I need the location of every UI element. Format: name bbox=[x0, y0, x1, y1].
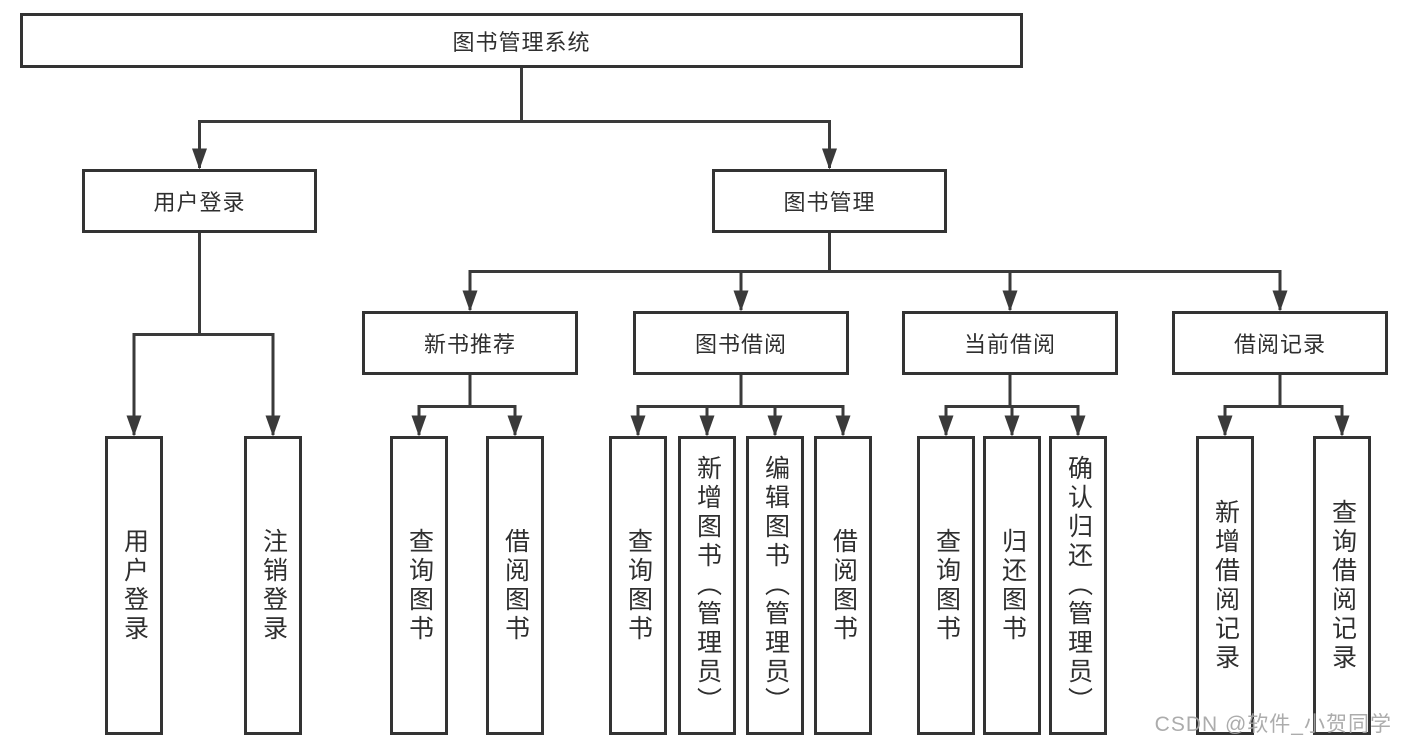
node-library-management-system: 图书管理系统 bbox=[20, 13, 1023, 68]
node-label: 借阅图书 bbox=[501, 527, 530, 644]
node-label: 当前借阅 bbox=[963, 332, 1056, 357]
node-leaf-edit-books-admin: 编辑图书（管理员） bbox=[746, 436, 804, 735]
node-leaf-return-books: 归还图书 bbox=[983, 436, 1041, 735]
node-book-borrowing: 图书借阅 bbox=[633, 311, 849, 375]
csdn-watermark: CSDN @软件_小贺同学 bbox=[1154, 713, 1392, 736]
connector-book-management bbox=[468, 233, 1282, 273]
node-label: 新书推荐 bbox=[423, 332, 516, 357]
connector-user-login bbox=[132, 233, 275, 336]
node-current-borrowing: 当前借阅 bbox=[902, 311, 1118, 375]
node-label: 注销登录 bbox=[259, 527, 288, 644]
node-borrowing-records: 借阅记录 bbox=[1172, 311, 1388, 375]
node-leaf-confirm-return-admin: 确认归还（管理员） bbox=[1049, 436, 1107, 735]
connector-root bbox=[198, 68, 831, 123]
node-label: 查询图书 bbox=[932, 527, 961, 644]
node-label: 用户登录 bbox=[120, 527, 149, 644]
node-label: 用户登录 bbox=[153, 190, 246, 215]
node-label: 新增借阅记录 bbox=[1211, 498, 1240, 673]
node-leaf-query-borrow-record: 查询借阅记录 bbox=[1313, 436, 1371, 735]
node-label: 借阅记录 bbox=[1233, 332, 1326, 357]
node-label: 查询图书 bbox=[405, 527, 434, 644]
node-leaf-add-borrow-record: 新增借阅记录 bbox=[1196, 436, 1254, 735]
node-leaf-logout: 注销登录 bbox=[244, 436, 302, 735]
node-leaf-query-books-borrowing: 查询图书 bbox=[609, 436, 667, 735]
node-label: 编辑图书（管理员） bbox=[761, 455, 790, 716]
node-new-book-recommendation: 新书推荐 bbox=[362, 311, 578, 375]
node-label: 确认归还（管理员） bbox=[1064, 455, 1093, 716]
node-leaf-query-books-recommend: 查询图书 bbox=[390, 436, 448, 735]
connector-new-book bbox=[417, 375, 517, 408]
node-user-login: 用户登录 bbox=[82, 169, 317, 233]
connector-current-borrowing bbox=[944, 375, 1080, 408]
node-label: 图书管理系统 bbox=[452, 29, 591, 55]
node-leaf-add-books-admin: 新增图书（管理员） bbox=[678, 436, 736, 735]
node-leaf-user-login: 用户登录 bbox=[105, 436, 163, 735]
node-label: 新增图书（管理员） bbox=[693, 455, 722, 716]
connector-borrowing-records bbox=[1223, 375, 1344, 408]
node-label: 归还图书 bbox=[998, 527, 1027, 644]
node-label: 查询图书 bbox=[624, 527, 653, 644]
node-leaf-query-books-current: 查询图书 bbox=[917, 436, 975, 735]
node-label: 图书借阅 bbox=[694, 332, 787, 357]
node-book-management: 图书管理 bbox=[712, 169, 947, 233]
node-label: 查询借阅记录 bbox=[1328, 498, 1357, 673]
node-label: 图书管理 bbox=[783, 190, 876, 215]
node-label: 借阅图书 bbox=[829, 527, 858, 644]
node-leaf-borrow-books-recommend: 借阅图书 bbox=[486, 436, 544, 735]
connector-book-borrowing bbox=[636, 375, 845, 408]
node-leaf-borrow-books: 借阅图书 bbox=[814, 436, 872, 735]
